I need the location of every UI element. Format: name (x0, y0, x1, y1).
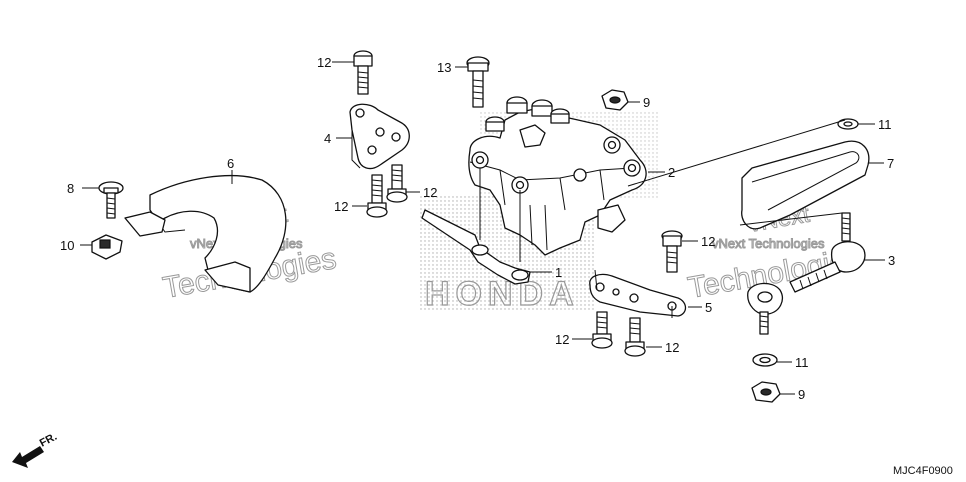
callout-6: 6 (227, 156, 234, 171)
part-13-bolt[interactable] (466, 56, 490, 108)
front-direction-indicator: FR. (12, 431, 59, 468)
brand-watermark: HONDA (425, 275, 580, 313)
callout-12: 12 (701, 234, 715, 249)
callout-3: 3 (888, 253, 895, 268)
callout-1: 1 (555, 265, 562, 280)
callout-labels: 12 13 9 11 4 2 7 6 8 12 12 10 1 12 3 5 1… (60, 55, 895, 402)
part-6-cover[interactable] (124, 175, 287, 293)
callout-2: 2 (668, 165, 675, 180)
part-2-main-body[interactable] (468, 96, 647, 256)
front-label: FR. (38, 431, 59, 450)
callout-9: 9 (798, 387, 805, 402)
part-4-bracket[interactable] (349, 103, 410, 170)
part-11-washer-upper[interactable] (837, 118, 859, 130)
part-7-cover[interactable] (741, 140, 870, 230)
callout-4: 4 (324, 131, 331, 146)
diagram-code: MJC4F0900 (893, 465, 953, 477)
part-12-bolt-lower-right[interactable] (624, 317, 646, 357)
part-11-washer-lower[interactable] (752, 353, 778, 367)
front-arrow-icon (12, 446, 44, 468)
callout-7: 7 (887, 156, 894, 171)
callout-12: 12 (334, 199, 348, 214)
callout-12: 12 (665, 340, 679, 355)
callout-12: 12 (423, 185, 437, 200)
callout-11: 11 (795, 355, 809, 370)
part-1-strap[interactable] (421, 209, 531, 285)
part-8-bolt[interactable] (98, 181, 124, 219)
part-5-bracket[interactable] (589, 273, 687, 317)
leader-lines (80, 61, 885, 395)
callout-11: 11 (878, 117, 892, 132)
watermark-text: vNext Technologies (712, 236, 825, 251)
part-10-clip-nut[interactable] (91, 234, 123, 260)
callout-10: 10 (60, 238, 74, 253)
part-3-link-rod[interactable] (747, 212, 866, 335)
part-12-bolt-lower-left[interactable] (591, 311, 613, 349)
part-12-bolt-right[interactable] (386, 164, 408, 203)
callout-9: 9 (643, 95, 650, 110)
part-9-nut-lower[interactable] (751, 381, 781, 403)
part-12-bolt-left[interactable] (366, 174, 388, 218)
part-12-bolt-mid[interactable] (661, 230, 683, 273)
part-12-bolt-upper[interactable] (353, 50, 373, 95)
callout-13: 13 (437, 60, 451, 75)
callout-8: 8 (67, 181, 74, 196)
callout-12: 12 (555, 332, 569, 347)
callout-5: 5 (705, 300, 712, 315)
part-9-nut-upper[interactable] (601, 89, 629, 111)
callout-12: 12 (317, 55, 331, 70)
